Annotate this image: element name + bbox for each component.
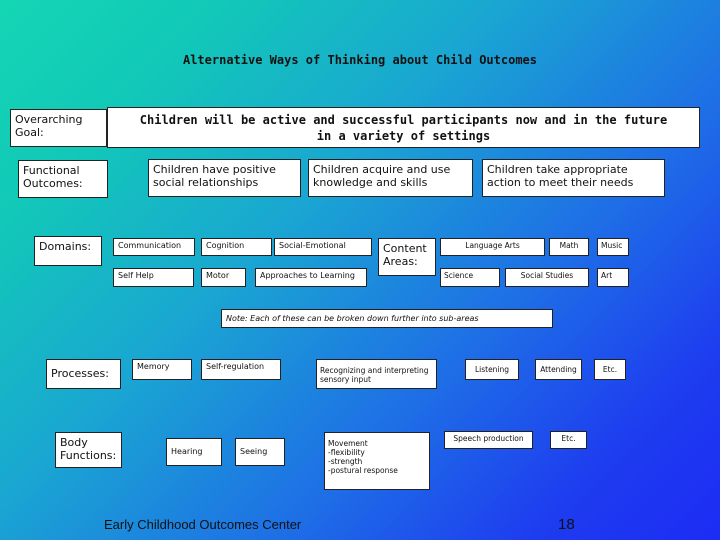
content-area-language-arts-text: Language Arts [465, 241, 520, 250]
content-area-music: Music [597, 238, 629, 256]
processes-label-text: Processes: [51, 367, 109, 380]
functional-outcome-knowledge-text: Children acquire and use knowledge and s… [313, 163, 451, 189]
domain-approaches-to-learning-text: Approaches to Learning [260, 271, 355, 280]
content-area-language-arts: Language Arts [440, 238, 545, 256]
domains-label: Domains: [34, 236, 102, 266]
process-sensory-input-text: Recognizing and interpreting sensory inp… [320, 366, 429, 384]
process-memory-text: Memory [137, 362, 170, 371]
movement-postural-response: -postural response [328, 466, 398, 475]
page-number: 18 [558, 516, 575, 533]
process-attending: Attending [535, 359, 582, 380]
content-area-art-text: Art [601, 271, 613, 280]
page-title: Alternative Ways of Thinking about Child… [182, 53, 537, 67]
domain-approaches-to-learning: Approaches to Learning [255, 268, 367, 287]
domain-communication-text: Communication [118, 241, 182, 250]
footer-org-name: Early Childhood Outcomes Center [104, 517, 302, 532]
functional-outcome-social: Children have positive social relationsh… [148, 159, 301, 197]
process-sensory-input: Recognizing and interpreting sensory inp… [316, 359, 437, 389]
movement-title: Movement [328, 439, 368, 448]
content-area-math: Math [549, 238, 589, 256]
domains-label-text: Domains: [39, 240, 92, 253]
note-text: Note: Each of these can be broken down f… [226, 314, 479, 323]
content-area-social-studies: Social Studies [505, 268, 589, 287]
functional-outcome-action-text: Children take appropriate action to meet… [487, 163, 634, 189]
content-areas-label-text: Content Areas: [383, 242, 427, 268]
content-area-art: Art [597, 268, 629, 287]
content-areas-label: Content Areas: [378, 238, 436, 276]
functional-outcomes-label-text: Functional Outcomes: [23, 164, 83, 190]
domain-motor-text: Motor [206, 271, 230, 280]
body-functions-label: Body Functions: [55, 432, 122, 468]
body-function-etc-text: Etc. [561, 434, 576, 443]
body-function-hearing-text: Hearing [171, 447, 203, 456]
movement-flexibility: -flexibility [328, 448, 365, 457]
overarching-goal-label: Overarching Goal: [10, 109, 107, 147]
process-attending-text: Attending [540, 365, 577, 374]
movement-strength: -strength [328, 457, 363, 466]
content-area-science: Science [440, 268, 500, 287]
process-listening: Listening [465, 359, 519, 380]
domain-self-help: Self Help [113, 268, 194, 287]
processes-label: Processes: [46, 359, 121, 389]
content-area-science-text: Science [444, 271, 474, 280]
overarching-goal-label-text: Overarching Goal: [15, 113, 83, 139]
process-self-regulation: Self-regulation [201, 359, 281, 380]
domain-social-emotional: Social-Emotional [274, 238, 372, 256]
process-etc-text: Etc. [602, 365, 618, 374]
domain-self-help-text: Self Help [118, 271, 154, 280]
domain-social-emotional-text: Social-Emotional [279, 241, 346, 250]
overarching-goal-box: Children will be active and successful p… [107, 107, 700, 148]
body-function-speech-production-text: Speech production [453, 434, 524, 443]
body-function-seeing: Seeing [235, 438, 285, 466]
content-area-music-text: Music [601, 241, 623, 250]
domain-communication: Communication [113, 238, 195, 256]
body-function-etc: Etc. [550, 431, 587, 449]
body-function-seeing-text: Seeing [240, 447, 268, 456]
domain-cognition-text: Cognition [206, 241, 245, 250]
overarching-goal-line2: in a variety of settings [316, 129, 491, 143]
functional-outcome-social-text: Children have positive social relationsh… [153, 163, 276, 189]
body-functions-label-text: Body Functions: [60, 436, 117, 462]
note-box: Note: Each of these can be broken down f… [221, 309, 553, 328]
process-memory: Memory [132, 359, 192, 380]
overarching-goal-line1: Children will be active and successful p… [139, 113, 668, 127]
domain-motor: Motor [201, 268, 246, 287]
body-function-speech-production: Speech production [444, 431, 533, 449]
functional-outcome-action: Children take appropriate action to meet… [482, 159, 665, 197]
process-listening-text: Listening [474, 365, 510, 374]
content-area-social-studies-text: Social Studies [520, 271, 574, 280]
domain-cognition: Cognition [201, 238, 272, 256]
process-etc: Etc. [594, 359, 626, 380]
content-area-math-text: Math [559, 241, 579, 250]
body-function-movement: Movement -flexibility -strength -postura… [324, 432, 430, 490]
process-self-regulation-text: Self-regulation [206, 362, 265, 371]
functional-outcomes-label: Functional Outcomes: [18, 160, 108, 198]
functional-outcome-knowledge: Children acquire and use knowledge and s… [308, 159, 473, 197]
body-function-hearing: Hearing [166, 438, 222, 466]
